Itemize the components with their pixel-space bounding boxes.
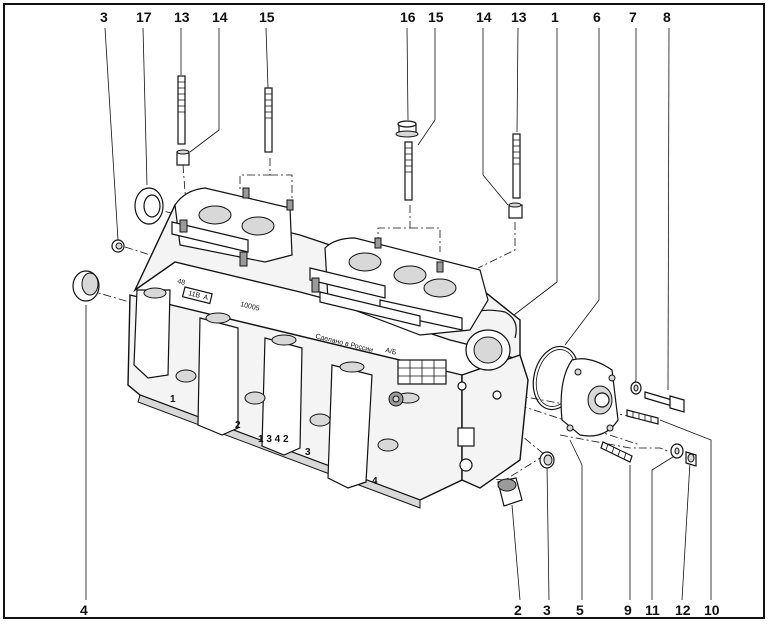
camshaft-housings xyxy=(171,187,489,336)
callout-labels-bottom: 4 2 3 5 9 11 12 10 xyxy=(80,602,720,618)
part-13-stud-right xyxy=(512,133,521,199)
engraving-small: 48 xyxy=(177,278,186,287)
part-17-oil-seal xyxy=(134,187,164,225)
part-3-small-plug-top xyxy=(111,239,125,253)
callout-5: 5 xyxy=(576,602,584,618)
leader-lines xyxy=(85,27,712,601)
cylinder-number-2: 2 xyxy=(235,420,241,431)
callout-labels-top: 3 17 13 14 15 16 15 14 13 1 6 7 8 xyxy=(100,9,671,25)
callout-14-left: 14 xyxy=(212,9,228,25)
part-14-bush-left xyxy=(176,149,190,166)
engraving-plate-suffix: A xyxy=(203,294,210,302)
cylinder-number-1: 1 xyxy=(170,394,176,405)
part-5-housing xyxy=(560,358,619,437)
callout-8: 8 xyxy=(663,9,671,25)
diagram-frame xyxy=(3,3,765,619)
engraving-part-code: 10005 xyxy=(240,301,261,313)
part-9-stud xyxy=(600,441,633,463)
callout-3-top: 3 xyxy=(100,9,108,25)
callout-10: 10 xyxy=(704,602,720,618)
part-8-bolt xyxy=(644,391,685,413)
callout-15-right: 15 xyxy=(428,9,444,25)
callout-15-left: 15 xyxy=(259,9,275,25)
part-13-stud-left xyxy=(177,75,186,145)
callout-2: 2 xyxy=(514,602,522,618)
callout-17: 17 xyxy=(136,9,152,25)
engraving-mark: А/Б xyxy=(385,347,398,357)
callout-11: 11 xyxy=(645,602,660,618)
callout-7: 7 xyxy=(629,9,637,25)
part-11-washer xyxy=(670,443,684,459)
firing-order-mark: 1 3 4 2 xyxy=(258,434,289,445)
callout-14-right: 14 xyxy=(476,9,492,25)
part-15-stud-right xyxy=(404,141,413,201)
part-2-plug xyxy=(497,477,523,507)
fin-grid xyxy=(397,359,447,385)
cylinder-number-4: 4 xyxy=(372,476,378,487)
part-15-stud-left xyxy=(264,87,273,153)
callout-6: 6 xyxy=(593,9,601,25)
callout-12: 12 xyxy=(675,602,691,618)
callout-1: 1 xyxy=(551,9,559,25)
part-7-washer xyxy=(630,381,642,395)
engraving-plate: 11B xyxy=(188,290,202,300)
callout-13-left: 13 xyxy=(174,9,190,25)
callout-3-bottom: 3 xyxy=(543,602,551,618)
callout-13-right: 13 xyxy=(511,9,527,25)
cylinder-number-3: 3 xyxy=(305,447,311,458)
part-3-small-plug-bottom xyxy=(539,451,555,469)
part-14-bush-right xyxy=(508,202,523,219)
callout-16: 16 xyxy=(400,9,416,25)
part-10-stud xyxy=(626,409,659,425)
callout-9: 9 xyxy=(624,602,632,618)
part-16-nut xyxy=(395,120,419,138)
part-4-plug xyxy=(72,270,100,302)
part-12-nut xyxy=(685,451,697,467)
callout-4: 4 xyxy=(80,602,88,618)
